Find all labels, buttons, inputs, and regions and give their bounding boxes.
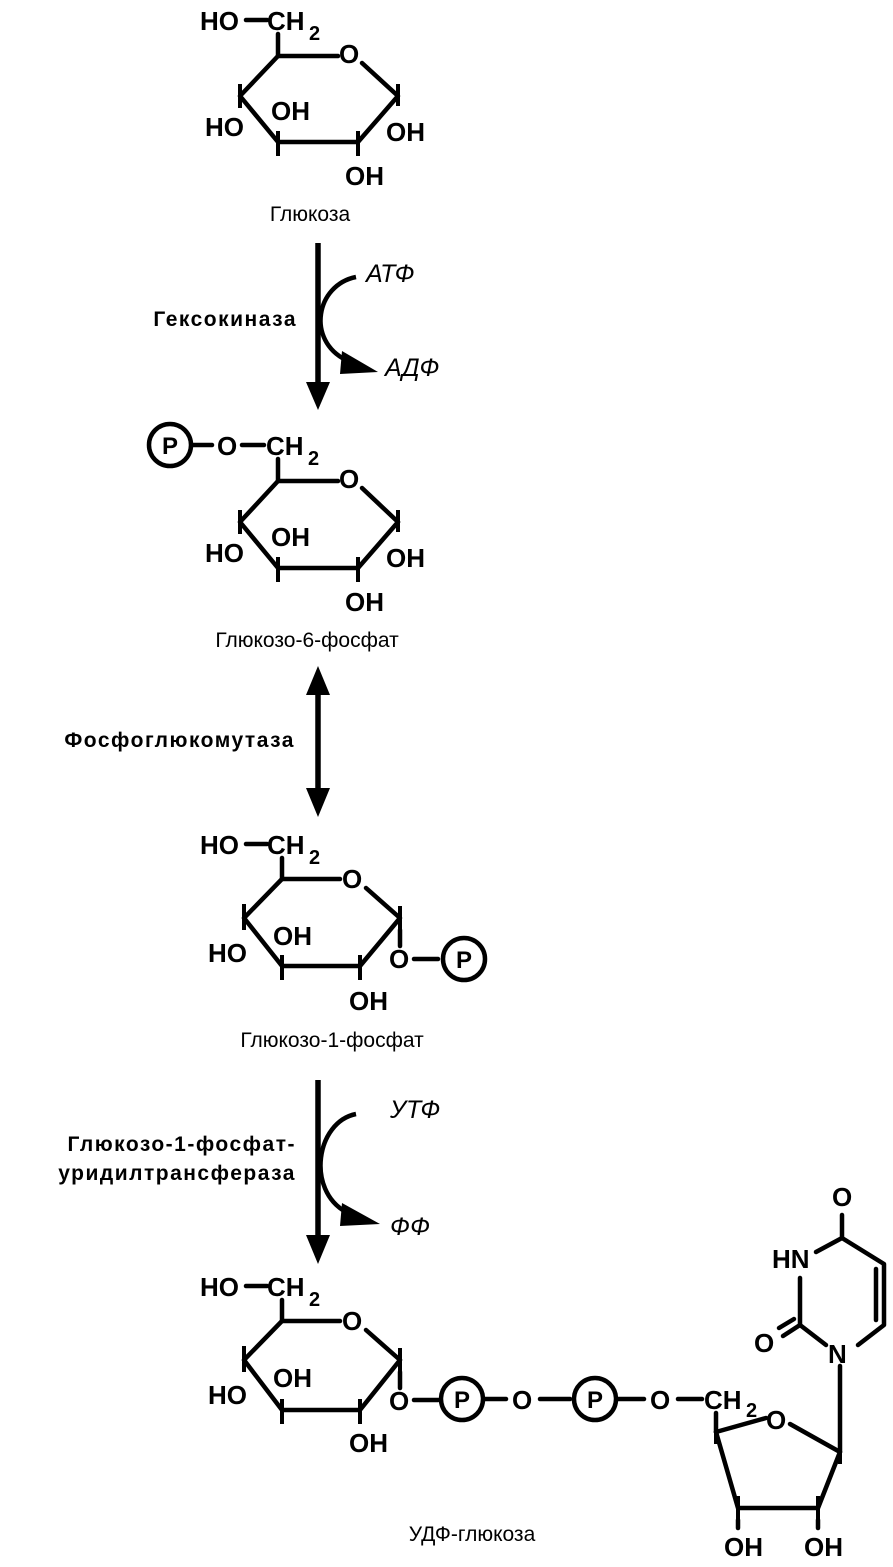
g6p-phosphate-p: P: [162, 433, 178, 460]
udpg-structure: HO CH 2 O OH HO OH O P O P O CH 2 O: [200, 1182, 887, 1562]
g1p-structure: HO CH 2 O OH HO OH O P Глюкозо-1-фосфат: [200, 830, 488, 1052]
udpg-c2-oh: OH: [349, 1428, 388, 1458]
glucose-c3-oh: OH: [271, 96, 310, 126]
g6p-c3-oh: OH: [271, 522, 310, 552]
g6p-c2-oh: OH: [345, 587, 384, 617]
g1p-c1-o: O: [389, 944, 409, 974]
g6p-ring-o: O: [339, 464, 359, 494]
g6p-c1-oh: OH: [386, 543, 425, 573]
glucose-ch-label: CH: [267, 6, 305, 36]
udpg-phosphate2-p: P: [587, 1387, 603, 1414]
udpg-ribose-c3-oh: OH: [724, 1532, 763, 1562]
g6p-bridge-o: O: [217, 431, 237, 461]
hexokinase-label: Гексокиназа: [153, 308, 297, 331]
glucose-c6-ho: HO: [200, 6, 239, 36]
g1p-phosphate-p: P: [456, 947, 472, 974]
g6p-label: Глюкозо-6-фосфат: [215, 629, 399, 652]
ugp-step: Глюкозо-1-фосфат- уридилтрансфераза УТФ …: [58, 1080, 440, 1264]
udpg-c3-oh: OH: [273, 1363, 312, 1393]
udpg-c1-o: O: [389, 1386, 409, 1416]
curved-arrow-icon: [340, 1203, 380, 1226]
glucose-c1-oh: OH: [386, 117, 425, 147]
adp-label: АДФ: [383, 354, 439, 382]
down-arrow-icon: [306, 382, 330, 410]
udpg-label: УДФ-глюкоза: [409, 1523, 536, 1546]
g1p-ch-sub: 2: [309, 847, 320, 869]
uracil-c2-o: O: [754, 1328, 774, 1358]
glucose-c4-ho: HO: [205, 112, 244, 142]
udpg-ch-sub: 2: [309, 1289, 320, 1311]
glucose-c2-oh: OH: [345, 161, 384, 191]
ugp-label-line1: Глюкозо-1-фосфат-: [68, 1133, 297, 1156]
glucose-ring-o: O: [339, 39, 359, 69]
phosphoglucomutase-label: Фосфоглюкомутаза: [64, 729, 295, 752]
ugp-label-line2: уридилтрансфераза: [58, 1162, 296, 1185]
phosphoglucomutase-step: Фосфоглюкомутаза: [64, 666, 330, 817]
g1p-c2-oh: OH: [349, 986, 388, 1016]
g1p-c4-ho: HO: [208, 938, 247, 968]
ppi-label: ФФ: [390, 1213, 430, 1241]
udpg-ribose-ch-label: CH: [704, 1385, 742, 1415]
utp-label: УТФ: [389, 1096, 440, 1124]
udpg-ch-label: CH: [267, 1272, 305, 1302]
g1p-c6-ho: HO: [200, 830, 239, 860]
g6p-structure: P O CH 2 O OH HO OH OH Глюкозо-6-фосфат: [146, 421, 425, 652]
g6p-ch-label: CH: [266, 431, 304, 461]
udpg-bridge-o2: O: [650, 1385, 670, 1415]
glucose-structure: HO CH 2 O OH HO OH OH Глюкоза: [200, 6, 425, 226]
down-arrow-icon: [306, 1235, 330, 1264]
up-arrow-icon: [306, 666, 330, 695]
down-arrow-icon: [306, 788, 330, 817]
atp-label: АТФ: [364, 260, 415, 288]
phosphate-icon: [440, 935, 488, 983]
uracil-c4-o: O: [832, 1182, 852, 1212]
glucose-ch-sub: 2: [309, 23, 320, 45]
udpg-ring-o: O: [342, 1306, 362, 1336]
udpg-ribose-ch-sub: 2: [746, 1400, 757, 1422]
g6p-c4-ho: HO: [205, 538, 244, 568]
curved-arrow-icon: [340, 351, 378, 374]
udpg-ribose-o: O: [766, 1405, 786, 1435]
udpg-phosphate1-p: P: [454, 1387, 470, 1414]
uracil-n1: N: [828, 1339, 847, 1369]
udpg-ribose-c2-oh: OH: [804, 1532, 843, 1562]
g1p-ring-o: O: [342, 864, 362, 894]
udpg-c4-ho: HO: [208, 1380, 247, 1410]
g6p-ch-sub: 2: [308, 448, 319, 470]
hexokinase-step: Гексокиназа АТФ АДФ: [153, 243, 439, 410]
g1p-ch-label: CH: [267, 830, 305, 860]
g1p-label: Глюкозо-1-фосфат: [240, 1029, 424, 1052]
uracil-n3-hn: HN: [772, 1244, 810, 1274]
udpg-bridge-o1: O: [512, 1385, 532, 1415]
glucose-label: Глюкоза: [270, 203, 351, 226]
g1p-c3-oh: OH: [273, 921, 312, 951]
udpg-c6-ho: HO: [200, 1272, 239, 1302]
